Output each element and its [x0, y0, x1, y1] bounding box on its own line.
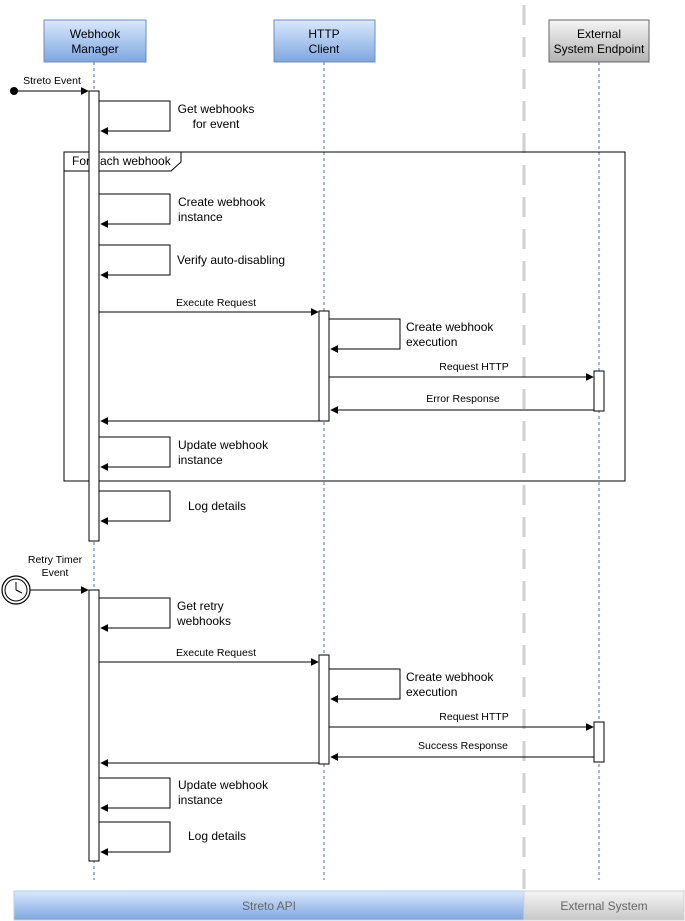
message-label: Error Response	[426, 393, 500, 405]
participant-label-line1: Webhook	[70, 27, 121, 41]
self-message-log-details-1: Log details	[99, 490, 246, 525]
loop-frame: For each webhook	[63, 151, 626, 482]
message-label: execution	[406, 335, 457, 349]
message-execute-request-2: Execute Request	[99, 647, 319, 666]
self-message-get-webhooks: Get webhooks for event	[99, 100, 255, 135]
message-success-response: Success Response	[330, 740, 594, 761]
self-message-create-instance: Create webhook instance	[99, 193, 266, 228]
message-label: instance	[178, 453, 223, 467]
self-message-verify-auto-disabling: Verify auto-disabling	[99, 244, 285, 279]
self-message-log-details-2: Log details	[99, 821, 246, 856]
message-label: webhooks	[176, 614, 231, 628]
participant-label-line2: System Endpoint	[554, 42, 645, 56]
message-label: instance	[178, 793, 223, 807]
message-label: Update webhook	[178, 778, 269, 792]
message-label: Create webhook	[406, 320, 494, 334]
message-label: Create webhook	[406, 670, 494, 684]
self-message-create-execution-1: Create webhook execution	[329, 318, 494, 353]
self-message-update-instance-2: Update webhook instance	[99, 777, 269, 812]
loop-label: For each webhook	[72, 154, 172, 168]
participant-webhook-manager: Webhook Manager	[43, 19, 147, 63]
self-message-get-retry-webhooks: Get retry webhooks	[99, 597, 231, 632]
band-streto-api: Streto API	[13, 890, 525, 921]
activation-external-endpoint-2	[593, 721, 605, 763]
participant-label-line1: External	[577, 27, 621, 41]
participant-label-line2: Manager	[71, 42, 118, 56]
message-label: Verify auto-disabling	[177, 253, 285, 267]
streto-event-message: Streto Event	[10, 75, 89, 95]
message-label: Execute Request	[176, 297, 256, 309]
clock-icon	[1, 575, 31, 605]
retry-timer-label-line1: Retry Timer	[28, 554, 83, 566]
message-label: Get webhooks	[178, 102, 255, 116]
message-label: Log details	[188, 499, 246, 513]
message-request-http-2: Request HTTP	[329, 711, 594, 731]
participant-label-line2: Client	[309, 42, 340, 56]
activation-external-endpoint-1	[593, 370, 605, 412]
band-external-system: External System	[523, 890, 685, 921]
retry-timer-label-line2: Event	[42, 567, 69, 579]
message-request-http-1: Request HTTP	[329, 361, 594, 381]
participant-http-client: HTTP Client	[273, 19, 376, 63]
message-label: Success Response	[418, 740, 508, 752]
participant-label-line1: HTTP	[308, 27, 339, 41]
message-label: Request HTTP	[439, 361, 508, 373]
message-label: Create webhook	[178, 195, 266, 209]
retry-timer-event-message: Retry Timer Event	[1, 554, 89, 605]
activation-http-client-1	[318, 310, 330, 422]
activation-http-client-2	[318, 654, 330, 765]
band-label: External System	[560, 899, 647, 913]
message-label: for event	[193, 117, 240, 131]
message-label: instance	[178, 210, 223, 224]
activation-webhook-manager-1	[88, 90, 100, 542]
message-execute-request-1: Execute Request	[99, 297, 319, 316]
streto-event-label: Streto Event	[23, 75, 81, 87]
activation-webhook-manager-2	[88, 589, 100, 862]
message-label: Update webhook	[178, 438, 269, 452]
message-label: execution	[406, 685, 457, 699]
message-error-response: Error Response	[330, 393, 594, 414]
participant-external-endpoint: External System Endpoint	[548, 19, 650, 63]
message-label: Log details	[188, 829, 246, 843]
message-label: Request HTTP	[439, 711, 508, 723]
message-label: Execute Request	[176, 647, 256, 659]
message-label: Get retry	[177, 599, 224, 613]
band-label: Streto API	[242, 899, 296, 913]
self-message-create-execution-2: Create webhook execution	[329, 668, 494, 703]
self-message-update-instance-1: Update webhook instance	[99, 436, 269, 471]
